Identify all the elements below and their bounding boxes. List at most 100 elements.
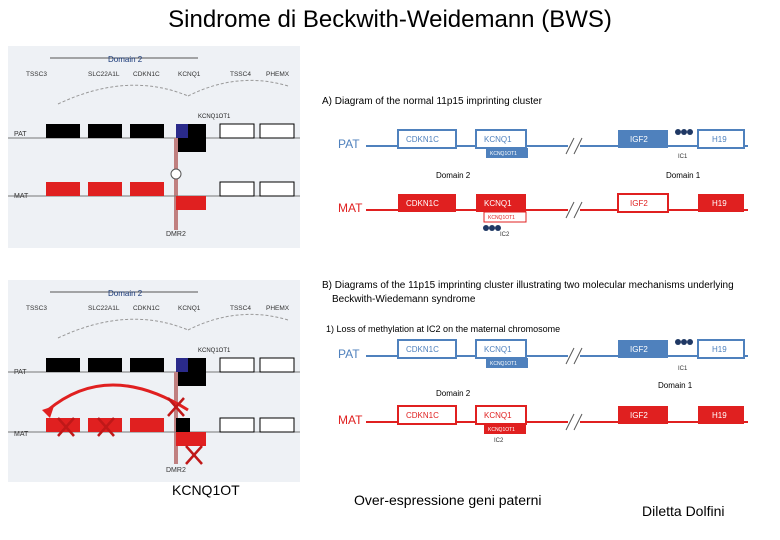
kcnq1ot1-label: KCNQ1OT1	[488, 215, 515, 221]
cdkn1c-box	[397, 405, 457, 425]
gene-block-silent	[219, 123, 255, 139]
right-top-panel: A) Diagram of the normal 11p15 imprintin…	[322, 96, 748, 238]
domain2-label: Domain 2	[436, 389, 471, 398]
cdkn1c-label: CDKN1C	[406, 411, 439, 420]
panel-background	[8, 46, 300, 248]
cdkn1c-box	[397, 339, 457, 359]
kcnq1-box	[476, 194, 526, 212]
gene-block	[46, 182, 80, 196]
dmr-label: DMR2	[166, 467, 186, 474]
right-bottom-panel: B) Diagrams of the 11p15 imprinting clus…	[322, 280, 748, 444]
mat-label: MAT	[338, 201, 363, 215]
mat-label: MAT	[14, 431, 29, 438]
cdkn1c-label: CDKN1C	[406, 135, 439, 144]
igf2-label: IGF2	[630, 199, 648, 208]
ic1-methylation	[675, 339, 693, 345]
panel-a-heading: A) Diagram of the normal 11p15 imprintin…	[322, 96, 543, 107]
gene-block-silent	[259, 181, 295, 197]
gene-block-silent	[219, 357, 255, 373]
gene-block	[130, 358, 164, 372]
igf2-box	[618, 340, 668, 358]
kcnq1ot1-box	[486, 148, 528, 158]
break-mark	[565, 347, 575, 365]
gene-block	[130, 182, 164, 196]
regulation-arc	[57, 84, 189, 105]
pat-label: PAT	[338, 347, 360, 361]
break-mark	[565, 413, 575, 431]
regulation-arc	[187, 313, 289, 331]
kcnq1-label: KCNQ1	[484, 199, 512, 208]
gene-block	[176, 196, 206, 210]
ic2-label: IC2	[494, 438, 504, 444]
gene-block	[130, 418, 164, 432]
kcnq1-label: KCNQ1	[484, 135, 512, 144]
gene-block	[88, 124, 122, 138]
break-mark	[565, 137, 575, 155]
gene-label: CDKN1C	[133, 305, 160, 312]
domain2-label: Domain 2	[436, 171, 471, 180]
kcnq1ot1-label: KCNQ1OT1	[198, 114, 231, 120]
kcnq1ot1-box	[483, 211, 527, 223]
break-mark	[565, 201, 575, 219]
h19-label: H19	[712, 411, 727, 420]
break-mark	[573, 137, 583, 155]
panel-background	[8, 280, 300, 482]
cdkn1c-label: CDKN1C	[406, 345, 439, 354]
pat-label: PAT	[14, 131, 27, 138]
igf2-label: IGF2	[630, 345, 648, 354]
h19-label: H19	[712, 345, 727, 354]
gene-label: CDKN1C	[133, 71, 160, 78]
h19-box	[698, 406, 744, 424]
h19-label: H19	[712, 199, 727, 208]
gene-block	[176, 138, 206, 152]
footer-center-caption: Over-espressione geni paterni	[354, 492, 542, 508]
domain1-label: Domain 1	[666, 171, 701, 180]
dmr-marker	[174, 138, 178, 230]
break-mark	[573, 413, 583, 431]
gene-block-silent	[259, 357, 295, 373]
panel-b-heading: B) Diagrams of the 11p15 imprinting clus…	[322, 280, 734, 291]
gene-block	[130, 124, 164, 138]
h19-box	[697, 129, 745, 149]
pat-label: PAT	[14, 369, 27, 376]
domain-label: Domain 2	[108, 289, 143, 298]
kcnq1-label: KCNQ1	[484, 345, 512, 354]
pat-label: PAT	[338, 137, 360, 151]
kcnq1ot1-label: KCNQ1OT1	[490, 361, 517, 367]
ic2-label: IC2	[500, 232, 510, 238]
mat-label: MAT	[338, 413, 363, 427]
gene-block-silent	[219, 417, 255, 433]
kcnq1ot1-label: KCNQ1OT1	[198, 348, 231, 354]
gene-label: TSSC3	[26, 71, 47, 78]
panel-b-heading-continued: Beckwith-Wiedemann syndrome	[332, 294, 476, 305]
ic1-label: IC1	[678, 154, 688, 160]
left-top-panel: Domain 2 TSSC3 SLC22A1L CDKN1C KCNQ1 TSS…	[8, 46, 300, 248]
igf2-box	[618, 130, 668, 148]
gene-block-silent	[259, 123, 295, 139]
gene-block	[46, 124, 80, 138]
ic1-methylation	[675, 129, 693, 135]
kcnq1ot1-label: KCNQ1OT1	[488, 427, 515, 433]
ic1-label: IC1	[678, 366, 688, 372]
break-mark	[573, 347, 583, 365]
gene-label: TSSC4	[230, 305, 251, 312]
dmr-label: DMR2	[166, 231, 186, 238]
gene-label: KCNQ1	[178, 71, 201, 78]
gene-block-silent	[259, 417, 295, 433]
kcnq1ot1-label: KCNQ1OT1	[490, 151, 517, 157]
igf2-box	[617, 193, 669, 213]
gene-label: SLC22A1L	[88, 305, 120, 312]
h19-label: H19	[712, 135, 727, 144]
panel-b-subheading: 1) Loss of methylation at IC2 on the mat…	[326, 324, 560, 334]
gene-label: PHEMX	[266, 305, 290, 312]
arrow-head	[42, 406, 54, 418]
left-bottom-panel: Domain 2 TSSC3 SLC22A1L CDKN1C KCNQ1 TSS…	[8, 280, 300, 482]
igf2-label: IGF2	[630, 135, 648, 144]
cdkn1c-box	[397, 129, 457, 149]
break-mark	[573, 201, 583, 219]
gene-label: SLC22A1L	[88, 71, 120, 78]
gene-block	[46, 358, 80, 372]
kcnq1ot1-box	[484, 424, 526, 434]
gene-block	[176, 432, 206, 446]
regulation-arc	[57, 318, 189, 339]
